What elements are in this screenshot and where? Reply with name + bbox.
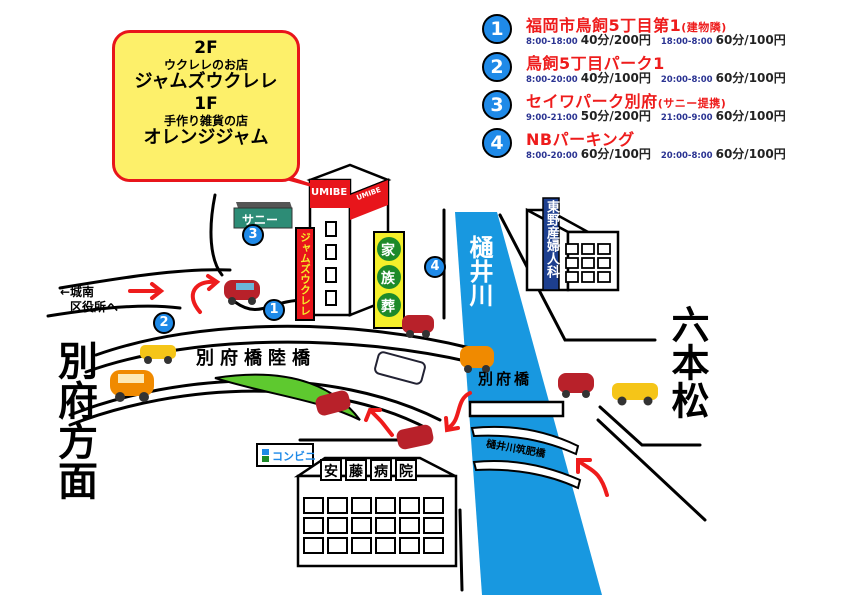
green-median	[214, 373, 361, 421]
beppu-direction-label: 別府方面	[51, 340, 97, 500]
rate-price: 40分/200円	[580, 33, 651, 47]
parking-marker-1[interactable]: 1	[263, 299, 285, 321]
rate-price: 60分/100円	[580, 147, 651, 161]
bus-icon	[374, 351, 426, 385]
parking-marker-2[interactable]: 2	[153, 312, 175, 334]
konbini-text: コンビニ	[272, 450, 316, 463]
jams-sign-text: ジャムズウクレレ	[299, 232, 311, 316]
parking-note: (サニー提携)	[657, 97, 727, 110]
rate-price: 60分/100円	[715, 147, 786, 161]
taxi-icon	[612, 383, 658, 406]
rate-time: 9:00-21:00	[526, 113, 578, 123]
car-icon	[315, 390, 351, 416]
umibe-sign-side	[350, 180, 388, 220]
car-icon	[110, 370, 154, 402]
funeral-char: 葬	[381, 299, 395, 315]
rate-time: 18:00-8:00	[660, 37, 713, 47]
jams-sign	[295, 227, 315, 321]
to-jonan-label-2: 区役所へ	[70, 300, 119, 314]
marker-1-icon: 1	[482, 14, 512, 44]
floor-2-label: 2F	[194, 38, 218, 58]
ando-char: 安	[324, 464, 338, 480]
car-icon	[558, 373, 594, 398]
rate-price: 60分/100円	[715, 33, 786, 47]
parking-name: セイワパーク別府	[526, 92, 658, 111]
ando-char: 院	[399, 464, 413, 480]
floor-1-label: 1F	[194, 94, 218, 115]
to-jonan-label: ←城南	[60, 285, 95, 299]
rate-time: 8:00-20:00	[526, 75, 578, 85]
sunny-sign	[233, 207, 293, 229]
sunny-text: サニー	[242, 213, 279, 227]
floor-2-desc: ウクレレのお店	[163, 57, 248, 72]
rate-time: 20:00-8:00	[660, 75, 713, 85]
parking-name: 福岡市鳥飼5丁目第1	[526, 16, 682, 35]
car-icon	[224, 280, 260, 305]
car-icon	[396, 424, 434, 450]
route-arrows	[128, 274, 609, 497]
car-icon	[402, 315, 434, 338]
ando-char: 病	[374, 464, 388, 480]
parking-name: 鳥飼5丁目パーク1	[526, 54, 665, 73]
floor-2-shop: ジャムズウクレレ	[134, 71, 278, 93]
higashino-text: 東野産婦人科	[544, 200, 559, 278]
funeral-char: 家	[381, 243, 395, 259]
rate-price: 50分/200円	[580, 109, 651, 123]
rate-price: 60分/100円	[715, 71, 786, 85]
rate-price: 40分/100円	[580, 71, 651, 85]
river-label: 樋井川	[465, 235, 493, 307]
beppu-bridge-label: 別府橋	[478, 370, 533, 388]
higashino-sign	[542, 197, 560, 291]
marker-3-icon: 3	[482, 90, 512, 120]
rate-time: 21:00-9:00	[660, 113, 713, 123]
rate-time: 8:00-18:00	[526, 37, 578, 47]
rate-price: 60分/100円	[715, 109, 786, 123]
rate-time: 20:00-8:00	[660, 151, 713, 161]
rate-time: 8:00-20:00	[526, 151, 578, 161]
parking-marker-4[interactable]: 4	[424, 256, 446, 278]
car-icon	[460, 346, 494, 373]
beppu-bridge-rail	[468, 400, 565, 418]
taxi-icon	[140, 345, 176, 364]
umibe-sign-front	[310, 180, 350, 208]
ando-sign	[320, 459, 417, 481]
floor-1-shop: オレンジジャム	[143, 127, 269, 149]
floor-1-desc: 手作り雑貨の店	[163, 113, 248, 128]
marker-2-icon: 2	[482, 52, 512, 82]
marker-4-icon: 4	[482, 128, 512, 158]
umibe-front-text: UMIBE	[311, 187, 348, 198]
parking-note: (建物隣)	[681, 21, 727, 34]
parking-name: NBパーキング	[526, 130, 635, 149]
overpass-label: 別府橋陸橋	[196, 348, 316, 369]
parking-marker-3[interactable]: 3	[242, 224, 264, 246]
ropponmatsu-label: 六本松	[665, 305, 709, 419]
ando-char: 藤	[349, 464, 363, 480]
shop-info-bubble: 2F ウクレレのお店 ジャムズウクレレ 1F 手作り雑貨の店 オレンジジャム	[112, 30, 300, 182]
funeral-char: 族	[381, 271, 395, 287]
konbini-sign	[256, 443, 314, 467]
